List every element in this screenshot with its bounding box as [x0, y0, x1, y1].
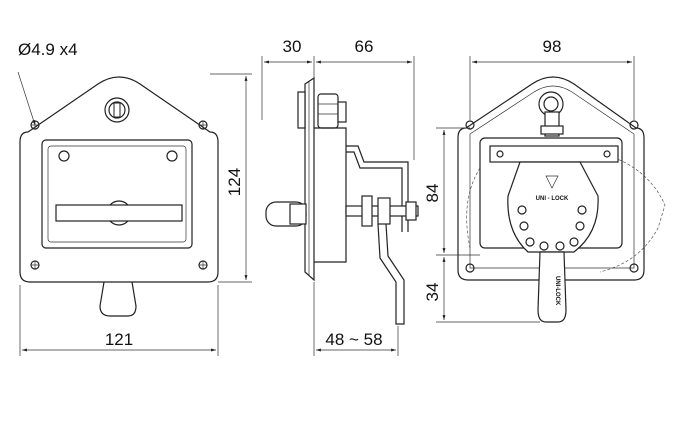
latch-holes: [517, 205, 587, 251]
rear-handle: [537, 251, 567, 323]
rear-view: UNI - LOCK UNI-LOCK 98 84 34: [423, 37, 666, 323]
side-depth-dim: 66: [355, 37, 374, 56]
side-cam-arm: [377, 223, 405, 325]
rear-latch-plate: [507, 161, 599, 253]
side-flange: [304, 76, 315, 282]
t-handle-bar: [55, 204, 183, 222]
rear-width-dim: 98: [543, 37, 562, 56]
mounting-hole-icon: [30, 120, 208, 270]
rear-lower-dim: 34: [423, 283, 442, 302]
side-range-dim: 48 ~ 58: [325, 330, 382, 349]
latch-tongue: [99, 281, 137, 317]
rear-brand-label: UNI - LOCK: [536, 196, 569, 202]
front-pan: [41, 139, 193, 249]
rear-upper-dim: 84: [423, 184, 442, 203]
key-cylinder-icon: [104, 97, 130, 123]
front-width-dim: 121: [105, 330, 133, 349]
mounting-hole-icon: [465, 120, 639, 273]
rear-plate: [457, 76, 645, 281]
front-view: Ø4.9 x4 124 121: [17, 40, 252, 356]
front-height-dim: 124: [225, 168, 244, 196]
hole-callout: Ø4.9 x4: [18, 40, 78, 59]
side-flange-dim: 30: [283, 37, 302, 56]
side-view: 30 66 48 ~ 58: [261, 37, 419, 356]
front-plate: [19, 76, 219, 283]
rear-handle-label: UNI-LOCK: [554, 276, 560, 306]
